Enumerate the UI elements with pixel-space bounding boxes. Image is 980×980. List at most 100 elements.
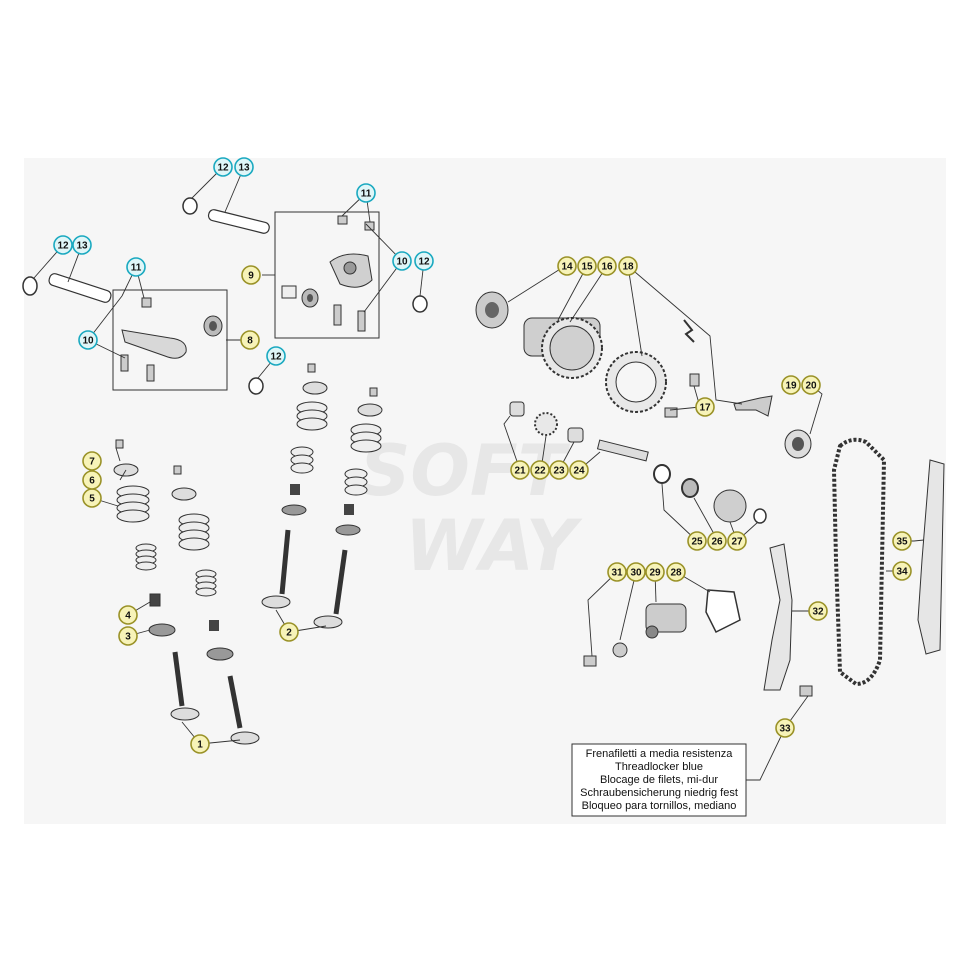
callout-circle [266,346,286,366]
callout-circle [892,531,912,551]
callout-number: 16 [601,262,613,273]
callout-circle [510,460,530,480]
callout-21: 21 [510,460,530,480]
watermark-line-2: WAY [405,505,583,587]
callout-35: 35 [892,531,912,551]
callout-circle [557,256,577,276]
callout-number: 23 [553,466,565,477]
callout-10: 10 [78,330,98,350]
callout-10: 10 [392,251,412,271]
callout-number: 17 [699,403,711,414]
callout-13: 13 [234,157,254,177]
callout-24: 24 [569,460,589,480]
note-line-fr: Blocage de filets, mi-dur [600,774,718,786]
callout-11: 11 [126,257,146,277]
callout-circle [569,460,589,480]
callout-circle [53,235,73,255]
callout-number: 4 [125,611,131,622]
callout-9: 9 [241,265,261,285]
callout-number: 18 [622,262,634,273]
callout-number: 15 [581,262,593,273]
callout-19: 19 [781,375,801,395]
callout-number: 26 [711,537,723,548]
callout-28: 28 [666,562,686,582]
callout-number: 11 [361,189,372,200]
callout-12: 12 [266,346,286,366]
callout-2: 2 [279,622,299,642]
callout-number: 31 [611,568,623,579]
callout-6: 6 [82,470,102,490]
callout-number: 33 [779,724,791,735]
callout-circle [687,531,707,551]
callout-8: 8 [240,330,260,350]
callout-circle [727,531,747,551]
valve-train-right [261,363,383,629]
callout-number: 24 [573,466,585,477]
note-line-en: Threadlocker blue [615,761,703,773]
callout-number: 35 [896,537,908,548]
chain-tensioner [583,589,741,667]
callout-22: 22 [530,460,550,480]
callout-circle [607,562,627,582]
callout-number: 13 [238,163,250,174]
callout-circle [695,397,715,417]
callout-18: 18 [618,256,638,276]
leader-lines [33,166,925,781]
shim-ring-lower [248,377,264,395]
callout-number: 34 [896,567,908,578]
callout-circle [240,330,260,350]
decompressor-lever [733,395,812,459]
callout-7: 7 [82,451,102,471]
callout-circle [597,256,617,276]
callout-number: 11 [131,263,142,274]
callout-circle [808,601,828,621]
callout-circle [392,251,412,271]
timing-chain [831,437,887,687]
chain-guide-left [763,543,813,697]
callout-number: 25 [691,537,703,548]
callout-circle [577,256,597,276]
callout-number: 19 [785,381,797,392]
callout-circle [118,605,138,625]
callout-number: 8 [247,336,253,347]
callout-29: 29 [645,562,665,582]
rocker-arm-left [120,297,223,382]
callout-16: 16 [597,256,617,276]
callout-number: 21 [514,466,526,477]
callout-number: 2 [286,628,292,639]
shim-ring-left [22,276,38,296]
callout-number: 32 [812,607,824,618]
shim-ring-right [412,295,428,313]
callout-27: 27 [727,531,747,551]
callout-20: 20 [801,375,821,395]
callout-number: 27 [731,537,743,548]
callout-number: 20 [805,381,817,392]
callout-number: 13 [76,241,88,252]
callout-circle [78,330,98,350]
callout-circle [126,257,146,277]
rocker-shaft-top [182,197,270,234]
callout-number: 1 [197,740,203,751]
callout-circle [801,375,821,395]
callout-circle [645,562,665,582]
callout-3: 3 [118,626,138,646]
callout-13: 13 [72,235,92,255]
callout-33: 33 [775,718,795,738]
callout-number: 6 [89,476,95,487]
callout-circle [892,561,912,581]
callout-circle [775,718,795,738]
callout-31: 31 [607,562,627,582]
callout-number: 22 [534,466,546,477]
note-line-es: Bloqueo para tornillos, mediano [582,800,737,812]
callout-circle [618,256,638,276]
callout-circle [72,235,92,255]
callout-circle [213,157,233,177]
callout-11: 11 [356,183,376,203]
callout-number: 12 [270,352,282,363]
valve-train-left [113,439,260,745]
rocker-arm-right [281,215,375,332]
callout-17: 17 [695,397,715,417]
callout-number: 30 [630,568,642,579]
callout-number: 12 [57,241,69,252]
